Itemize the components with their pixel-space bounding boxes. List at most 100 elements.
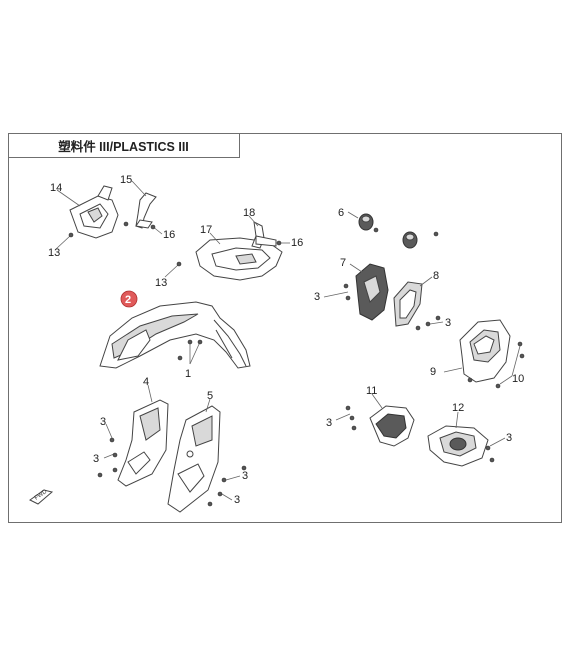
leader-3f bbox=[429, 321, 444, 325]
bolt bbox=[519, 353, 525, 359]
callout-13b[interactable]: 13 bbox=[155, 277, 167, 289]
part-15-guard-mount[interactable] bbox=[135, 192, 157, 229]
bolt bbox=[373, 227, 379, 233]
callout-1[interactable]: 1 bbox=[185, 368, 191, 380]
callout-2-highlight[interactable] bbox=[120, 290, 138, 308]
bolt bbox=[150, 224, 156, 230]
leader-5 bbox=[205, 398, 211, 413]
bolt bbox=[489, 457, 495, 463]
callout-4[interactable]: 4 bbox=[143, 376, 149, 388]
bolt bbox=[217, 491, 223, 497]
part-12-side-cover[interactable] bbox=[427, 425, 489, 467]
bolt bbox=[349, 415, 355, 421]
callout-3d[interactable]: 3 bbox=[234, 494, 240, 506]
callout-13a[interactable]: 13 bbox=[48, 247, 60, 259]
bolt bbox=[197, 339, 203, 345]
bolt bbox=[112, 452, 118, 458]
bolt bbox=[485, 445, 491, 451]
leader-12 bbox=[455, 411, 459, 429]
bolt bbox=[187, 339, 193, 345]
callout-14[interactable]: 14 bbox=[50, 182, 62, 194]
callout-16a[interactable]: 16 bbox=[163, 229, 175, 241]
bolt bbox=[517, 341, 523, 347]
leader-7 bbox=[349, 263, 363, 273]
bolt bbox=[435, 315, 441, 321]
forward-direction-icon: FWD bbox=[29, 489, 54, 505]
callout-9[interactable]: 9 bbox=[430, 366, 436, 378]
bolt bbox=[177, 355, 183, 361]
diagram-frame bbox=[8, 133, 562, 523]
bolt bbox=[112, 467, 118, 473]
part-4-fork-guard-left[interactable] bbox=[117, 399, 169, 487]
part-17-hand-guard-right[interactable] bbox=[195, 237, 283, 281]
page-title: 塑料件 III/PLASTICS III bbox=[8, 133, 240, 158]
leader-3g bbox=[335, 413, 351, 421]
callout-17[interactable]: 17 bbox=[200, 224, 212, 236]
leader-3e bbox=[323, 291, 349, 298]
bolt bbox=[123, 221, 129, 227]
leader-9 bbox=[443, 367, 463, 373]
leader-18 bbox=[248, 215, 259, 227]
leader-6 bbox=[347, 211, 359, 219]
bolt bbox=[345, 295, 351, 301]
callout-15[interactable]: 15 bbox=[120, 174, 132, 186]
part-14-hand-guard[interactable] bbox=[69, 185, 119, 239]
leader-11 bbox=[371, 393, 383, 409]
leader-8 bbox=[419, 276, 433, 287]
callout-8[interactable]: 8 bbox=[433, 270, 439, 282]
part-9-headlight-cover[interactable] bbox=[459, 319, 511, 383]
bolt bbox=[241, 465, 247, 471]
callout-10[interactable]: 10 bbox=[512, 373, 524, 385]
bolt bbox=[425, 321, 431, 327]
callout-3h[interactable]: 3 bbox=[506, 432, 512, 444]
part-5-fork-guard-right[interactable] bbox=[167, 405, 221, 513]
leader-4 bbox=[147, 384, 153, 403]
leader-10a bbox=[511, 345, 521, 377]
callout-11[interactable]: 11 bbox=[366, 385, 377, 397]
callout-3c[interactable]: 3 bbox=[242, 470, 248, 482]
part-7-headlight-bracket[interactable] bbox=[355, 263, 389, 321]
callout-6[interactable]: 6 bbox=[338, 207, 344, 219]
bolt bbox=[68, 232, 74, 238]
leader-3a bbox=[105, 423, 113, 439]
bolt bbox=[176, 261, 182, 267]
callout-3f[interactable]: 3 bbox=[445, 317, 451, 329]
leader-3c bbox=[225, 475, 241, 481]
part-18-guard-rod[interactable] bbox=[251, 221, 277, 249]
callout-3b[interactable]: 3 bbox=[93, 453, 99, 465]
part-6-grommets[interactable] bbox=[358, 213, 418, 249]
leader-17 bbox=[209, 232, 221, 245]
bolt bbox=[276, 240, 282, 246]
bolt bbox=[207, 501, 213, 507]
callout-12[interactable]: 12 bbox=[452, 402, 464, 414]
callout-3e[interactable]: 3 bbox=[314, 291, 320, 303]
leader-13a bbox=[55, 235, 71, 250]
leader-13b bbox=[164, 264, 179, 278]
leader-15 bbox=[131, 180, 147, 197]
callout-7[interactable]: 7 bbox=[340, 257, 346, 269]
bolt bbox=[433, 231, 439, 237]
callout-3a[interactable]: 3 bbox=[100, 416, 106, 428]
bolt bbox=[415, 325, 421, 331]
callout-3g[interactable]: 3 bbox=[326, 417, 332, 429]
leader-3d bbox=[221, 493, 233, 501]
bolt bbox=[345, 405, 351, 411]
leader-3b bbox=[103, 453, 115, 459]
bolt bbox=[467, 377, 473, 383]
callout-16b[interactable]: 16 bbox=[291, 237, 303, 249]
bolt bbox=[351, 425, 357, 431]
leader-1b bbox=[189, 341, 201, 365]
leader-3h bbox=[489, 437, 506, 447]
bolt bbox=[109, 437, 115, 443]
bolt bbox=[495, 383, 501, 389]
part-2-front-fender[interactable] bbox=[99, 301, 251, 369]
leader-14 bbox=[56, 189, 81, 207]
bolt bbox=[97, 472, 103, 478]
callout-5[interactable]: 5 bbox=[207, 390, 213, 402]
part-8-headlight-frame[interactable] bbox=[393, 281, 423, 327]
part-11-skid-plate[interactable] bbox=[369, 405, 415, 447]
bolt bbox=[221, 477, 227, 483]
callout-18[interactable]: 18 bbox=[243, 207, 255, 219]
callout-2[interactable]: 2 bbox=[125, 294, 131, 306]
